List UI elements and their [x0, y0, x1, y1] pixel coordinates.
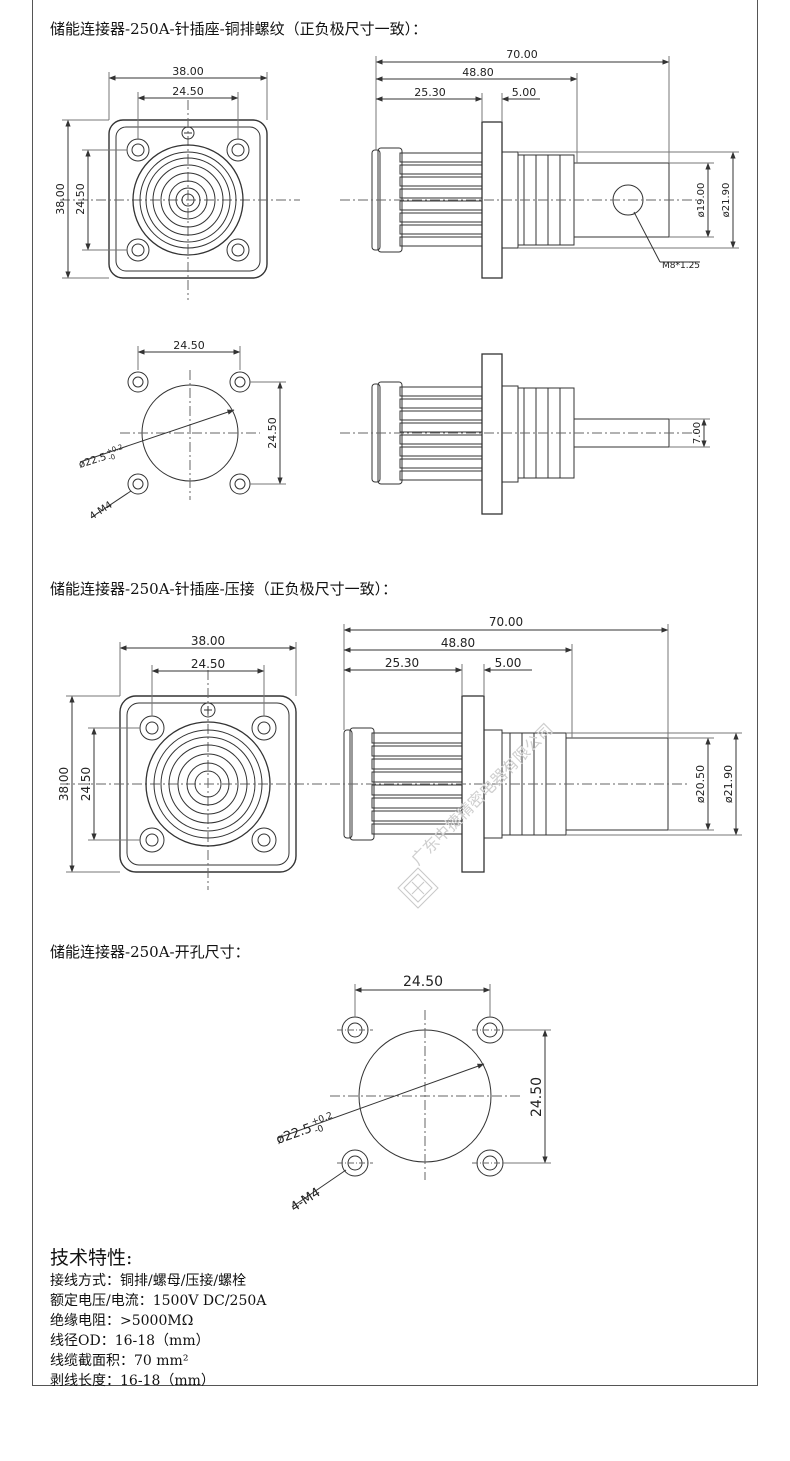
dim-crimp-width-38: 38.00 — [191, 634, 225, 648]
cutout-view-small — [79, 346, 286, 518]
dim-crimp-diameter-21-9: ø21.90 — [722, 765, 735, 803]
dim-large-tolerance-minus: -0 — [313, 1124, 325, 1137]
dim-hole-pitch: 24.50 — [172, 85, 204, 98]
dim-crimp-hole-pitch-vertical: 24.50 — [79, 767, 93, 801]
spec-wiring-method: 接线方式：铜排/螺母/压接/螺栓 — [50, 1273, 247, 1289]
dim-length-70: 70.00 — [506, 48, 538, 61]
dim-length-5: 5.00 — [512, 86, 537, 99]
page-frame — [32, 0, 758, 1386]
dim-crimp-length-25-3: 25.30 — [385, 656, 419, 670]
dim-crimp-length-48-8: 48.80 — [441, 636, 475, 650]
dim-cutout-pitch: 24.50 — [173, 339, 205, 352]
dim-large-cutout-diameter: ø22.5 — [274, 1121, 314, 1148]
spec-wire-od: 线径OD：16-18（mm） — [50, 1333, 210, 1349]
dim-crimp-hole-pitch: 24.50 — [191, 657, 225, 671]
dim-tolerance-minus: -0 — [107, 453, 116, 463]
dim-width-38: 38.00 — [172, 65, 204, 78]
side-view-crimp — [330, 624, 742, 873]
dim-bar-thickness: 7.00 — [692, 422, 703, 444]
front-view-crimp — [60, 642, 330, 890]
dim-crimp-diameter-20-5: ø20.50 — [694, 765, 707, 803]
heading-crimp-variant: 储能连接器-250A-针插座-压接（正负极尺寸一致）： — [50, 580, 398, 598]
dim-crimp-length-5: 5.00 — [495, 656, 522, 670]
dim-hole-pitch-vertical: 24.50 — [74, 183, 87, 215]
dim-crimp-height-38: 38.00 — [57, 767, 71, 801]
dim-large-screw-count: 4-M4 — [288, 1185, 323, 1215]
spec-cable-cross-section: 线缆截面积：70 mm² — [50, 1353, 189, 1369]
heading-copper-bar-variant: 储能连接器-250A-针插座-铜排螺纹（正负极尺寸一致）： — [50, 20, 428, 38]
dim-cutout-pitch-vertical: 24.50 — [266, 417, 279, 449]
dim-cutout-diameter: ø22.5 — [78, 452, 108, 471]
side-view-copper-bar — [340, 56, 739, 279]
spec-rated-voltage-current: 额定电压/电流：1500V DC/250A — [50, 1293, 267, 1309]
dim-diameter-21-9: ø21.90 — [721, 183, 732, 218]
front-view-copper-bar — [60, 72, 300, 300]
spec-strip-length: 剥线长度：16-18（mm） — [50, 1373, 215, 1389]
specs-title: 技术特性: — [50, 1247, 133, 1269]
dim-length-25-3: 25.30 — [414, 86, 446, 99]
watermark-logo — [397, 867, 439, 909]
side-view-flat-bar — [340, 353, 710, 515]
dim-height-38: 38.00 — [54, 183, 67, 215]
dim-crimp-length-70: 70.00 — [489, 615, 523, 629]
spec-insulation-resistance: 绝缘电阻：>5000MΩ — [50, 1313, 194, 1329]
heading-panel-cutout: 储能连接器-250A-开孔尺寸： — [50, 943, 250, 961]
dim-length-48-8: 48.80 — [462, 66, 494, 79]
dim-screw-count: 4-M4 — [88, 500, 115, 523]
cutout-view-large — [277, 984, 551, 1208]
dim-diameter-19: ø19.00 — [696, 183, 707, 218]
dim-large-cutout-pitch-vertical: 24.50 — [529, 1077, 545, 1117]
dim-thread-m8: M8*1.25 — [662, 261, 700, 271]
dim-large-cutout-pitch: 24.50 — [403, 974, 443, 990]
